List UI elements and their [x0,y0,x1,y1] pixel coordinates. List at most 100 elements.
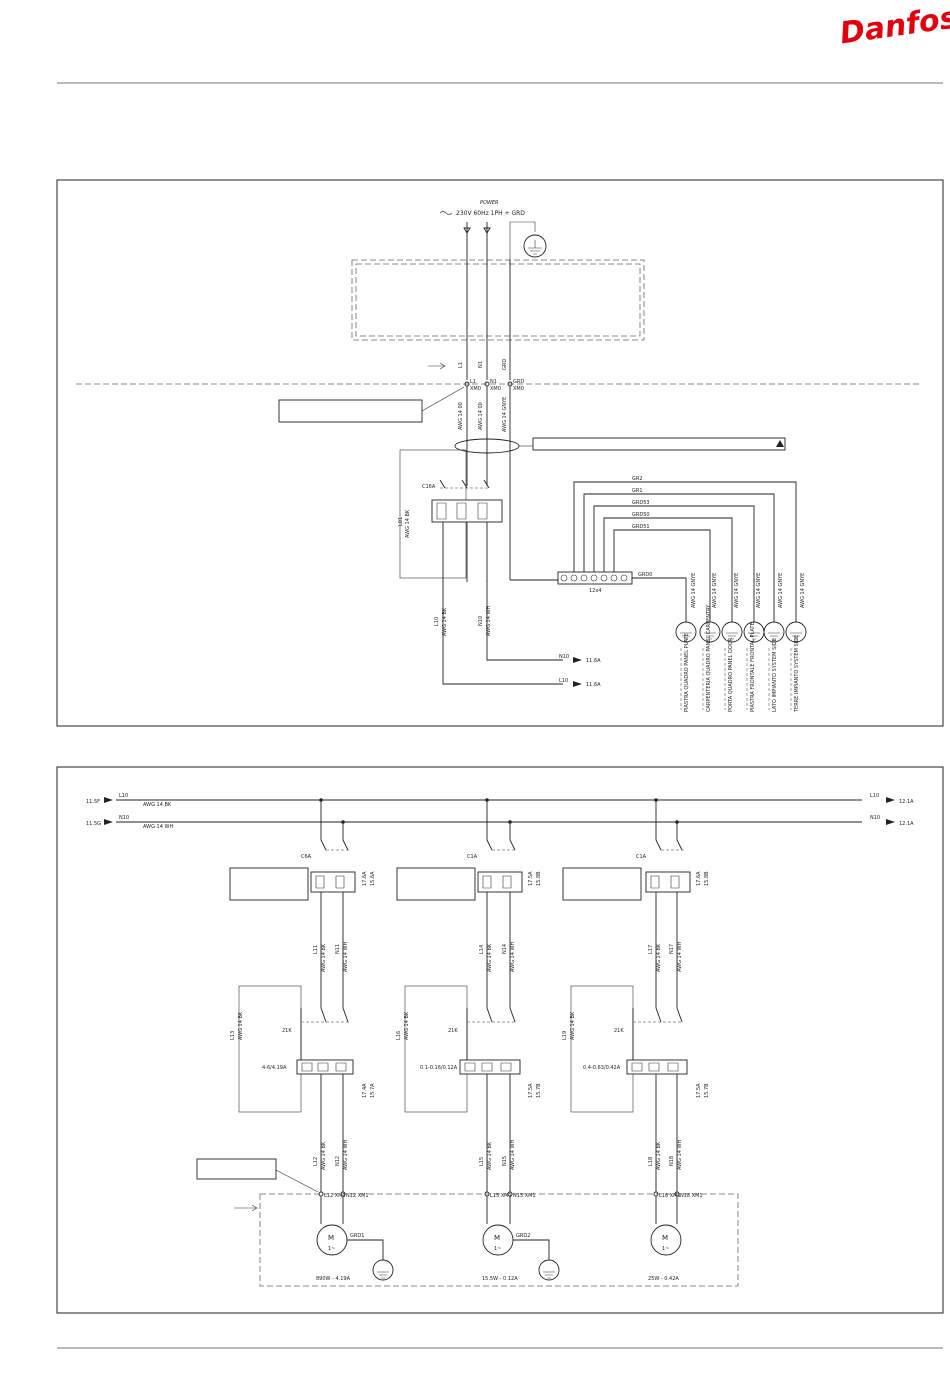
ground-cable-3: AWG 14 GNYE [734,573,740,608]
branch-1-term-n: N12 XM1 [346,1193,369,1199]
output-l10-cable: AWG 14 BK [442,607,448,636]
branch-1-motor-wire-l: L12 [313,1157,319,1166]
bus-l10-wire: L10 [119,793,128,799]
bottom-diagram: 11.5F L10 AWG 14 BK 11.5G N10 AWG 14 WH … [56,766,944,1314]
branch-1-motor-wire-n: N12 [335,1156,341,1166]
branch-2-motor-cable-l: AWG 14 BK [487,1141,493,1170]
top-diagram: POWER 230V 60Hz 1PH + GRD L1 N1 GRD L1 X… [56,179,944,727]
motor-icon: M 1~ [316,1224,348,1256]
breaker-cable: AWG 14 BK [405,509,411,538]
branch-1-overload: 4-6/4.19A [262,1065,287,1071]
svg-text:1~: 1~ [328,1246,335,1252]
branch-1-ref-b: 15.6A [370,871,376,886]
branch-2-ground: GRD2 [516,1233,530,1239]
earth-icon [763,621,785,643]
motor-note-box [196,1158,277,1180]
ground-cable-6: AWG 14 GNYE [800,573,806,608]
arrow-l1-icon [463,222,471,234]
earth-point-4: PIASTRA FRONTALE FRONTAL PLATE [750,622,756,712]
branch-1-wire-l: L11 [313,945,319,954]
motor-icon: M 1~ [650,1224,682,1256]
branch-3-motor-cable-l: AWG 14 BK [656,1141,662,1170]
branch-1-ol-ref-a: 17.4A [362,1083,368,1098]
branch-1-ref-a: 17.6A [362,871,368,886]
terminal-n1-block: XM0 [490,386,501,392]
motor-area-box [259,1193,739,1287]
terminal-l1-block: XM0 [470,386,481,392]
cable-spec-grd: AWG 14 GNYE [502,397,508,432]
branch-1-ctl-wire: L13 [230,1031,236,1040]
branch-2-note-box [396,867,476,901]
arrow-l10-icon [573,681,582,687]
bus-n10-from: 11.5G [86,821,101,827]
ground-bar-label: 12x4 [589,588,602,594]
earth-point-3: PORTA QUADRO PANEL DOOR [728,637,734,712]
branch-1-ol-ref-b: 15.7A [370,1083,376,1098]
branch-2-overload: 0.1-0.16/0.12A [420,1065,458,1071]
branch-3-ol-ref-b: 15.7B [704,1083,710,1098]
bus-n10-cable: AWG 14 WH [143,824,173,830]
ground-main-label: GRD0 [638,572,652,578]
terminal-grd: GRD [513,379,524,385]
svg-text:M: M [662,1234,668,1242]
ground-cable-4: AWG 14 GNYE [756,573,762,608]
terminal-grd-block: XM0 [513,386,524,392]
bus-l10-to-label: L10 [870,793,879,799]
warning-icon [776,440,784,447]
branch-3-ref-b: 15.8B [704,871,710,886]
supply-text: 230V 60Hz 1PH + GRD [456,210,525,217]
branch-3-motor-wire-l: L18 [648,1157,654,1166]
svg-text:M: M [328,1234,334,1242]
bus-n10-wire: N10 [119,815,129,821]
ac-symbol-icon [439,211,453,215]
branch-2-motor-wire-n: N15 [502,1156,508,1166]
branch-3-breaker: C1A [636,854,647,860]
bus-n10-to-label: N10 [870,815,880,821]
branch-3-ctl-cable: AWG 14 BK [570,1011,576,1040]
branch-1-ctl-cable: AWG 14 BK [238,1011,244,1040]
earth-icon [675,621,697,643]
branch-3-ctl-wire: L19 [562,1031,568,1040]
earth-icon [721,621,743,643]
branch-3-overload: 0.4-0.63/0.42A [583,1065,621,1071]
output-n10-label: N10 [559,654,569,660]
branch-1-ground: GRD1 [350,1233,364,1239]
branch-1: C6A 17.6A 15.6A L11 AWG 14 BK N11 AWG 14… [229,798,394,1282]
arrow-n1-icon [483,222,491,234]
branch-2-motor-wire-l: L15 [479,1157,485,1166]
branch-2-cable-n: AWG 14 WH [510,942,516,972]
ground-cable-1: AWG 14 GNYE [691,573,697,608]
branch-1-note-box [229,867,309,901]
earth-icon [372,1259,394,1281]
branch-1-term-l: L12 XM1 [324,1193,346,1199]
branch-1-cable-l: AWG 14 BK [321,943,327,972]
branch-3-motor-wire-n: N18 [669,1156,675,1166]
breaker-id: L01 [398,517,404,526]
branch-1-control-frame [238,985,302,1113]
branch-2-motor-cable-n: AWG 14 WH [510,1140,516,1170]
branch-1-motor-cable-n: AWG 14 WH [343,1140,349,1170]
branch-2: C1A 17.5A 15.8B L14 AWG 14 BK N14 AWG 14… [396,798,560,1282]
terminal-l1: L1 [470,379,476,385]
output-n10-cable: AWG 14 WH [486,606,492,636]
branch-3-motor-cable-n: AWG 14 WH [677,1140,683,1170]
svg-text:M: M [494,1234,500,1242]
earth-icon [785,621,807,643]
branch-2-control-frame [404,985,468,1113]
branch-1-cable-n: AWG 14 WH [343,942,349,972]
arrow-bus-l10-in-icon [104,797,113,803]
output-l10-label: L10 [559,678,568,684]
branch-3-term-l: L18 XM1 [659,1193,681,1199]
motor-icon: M 1~ [482,1224,514,1256]
branch-2-ol-ref-a: 17.5A [528,1083,534,1098]
branch-2-ctl-wire: L16 [396,1031,402,1040]
output-l10-wire: L10 [434,617,440,626]
arrow-bus-l10-out-icon [886,797,895,803]
ground-wire-gr1: GR1 [632,488,643,494]
power-source-box [351,259,645,341]
bus-l10-to: 12.1A [899,799,914,805]
ground-wire-grd51: GRD51 [632,524,650,530]
wire-n1: N1 [478,361,484,368]
branch-2-ctl-cable: AWG 14 BK [404,1011,410,1040]
